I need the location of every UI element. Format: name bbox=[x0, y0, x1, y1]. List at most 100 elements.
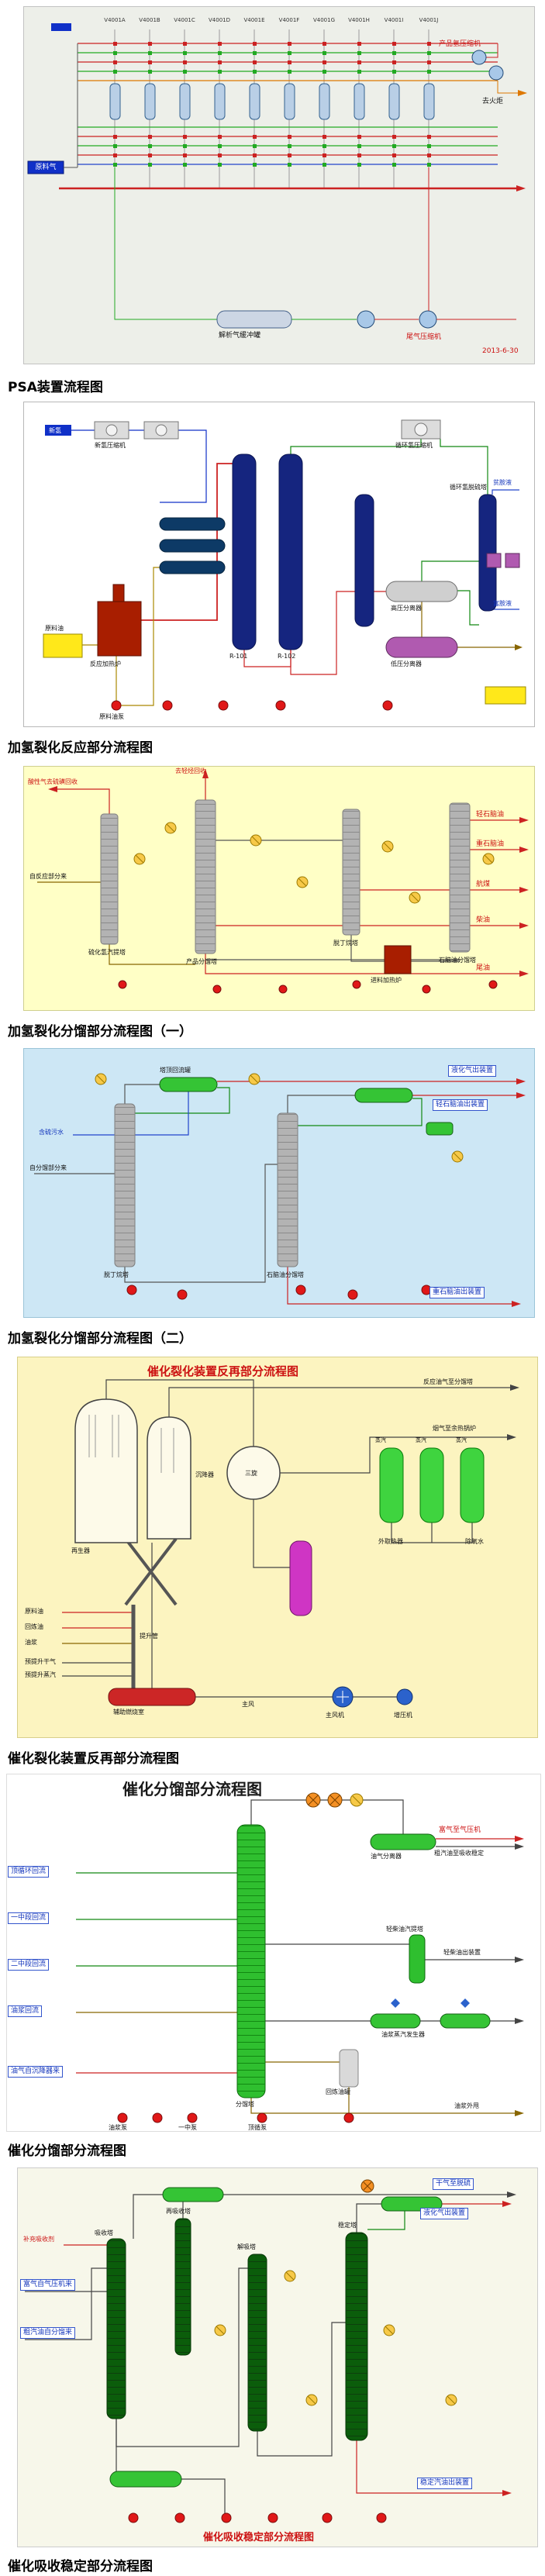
label-fractionator: 产品分馏塔 bbox=[186, 958, 217, 965]
label-diesel: 柴油 bbox=[476, 916, 491, 924]
label-steam: 蒸汽 bbox=[456, 1437, 467, 1443]
label-aux-combustor: 辅助燃烧室 bbox=[113, 1709, 144, 1716]
label-lean-amine: 贫胺液 bbox=[493, 479, 512, 486]
label-first-mid-reflux: 一中段回流 bbox=[8, 1912, 50, 1924]
label-tail-gas-compressor: 尾气压缩机 bbox=[406, 333, 442, 341]
label-reabsorber: 再吸收塔 bbox=[166, 2208, 191, 2215]
label-steam: 蒸汽 bbox=[375, 1437, 386, 1443]
caption-psa: PSA装置流程图 bbox=[8, 380, 103, 395]
label-main-air: 主风 bbox=[242, 1701, 254, 1708]
label-recycle-drum: 回炼油罐 bbox=[326, 2088, 350, 2095]
label-tertiary-cyclone: 三旋 bbox=[245, 1470, 257, 1477]
label-booster: 增压机 bbox=[394, 1712, 412, 1719]
label-date: 2013-6-30 bbox=[482, 347, 519, 355]
label-settler: 沉降器 bbox=[195, 1471, 214, 1478]
vessel-tag: V4001J bbox=[419, 17, 439, 23]
figure-fcc-reactor-regenerator: 催化裂化装置反再部分流程图 反应油气至分馏塔 烟气至余热锅炉 沉降器 再生器 三… bbox=[17, 1357, 538, 1738]
label-heavy-naphtha: 重石脑油 bbox=[476, 840, 505, 848]
label-debutanizer: 脱丁烷塔 bbox=[104, 1271, 129, 1278]
label-mid-pump: 一中泵 bbox=[178, 2124, 197, 2131]
label-lco-out: 轻柴油出装置 bbox=[443, 1949, 481, 1956]
caption-hydro-frac2: 加氢裂化分馏部分流程图（二） bbox=[8, 1331, 192, 1347]
figure-hydro-reaction: 新氢 新氢压缩机 循环氢压缩机 反应加热炉 R-101 R-102 高压分离器 … bbox=[23, 402, 535, 727]
label-rich-amine: 富胺液 bbox=[493, 600, 512, 607]
fcc-rr-title: 催化裂化装置反再部分流程图 bbox=[147, 1364, 299, 1378]
label-tail-oil: 尾油 bbox=[476, 964, 491, 972]
label-reflux-drum: 塔顶回流罐 bbox=[160, 1067, 191, 1074]
hydro-reaction-graphics bbox=[23, 402, 535, 727]
label-jet-fuel: 航煤 bbox=[476, 881, 491, 888]
label-feed-furnace: 进料加热炉 bbox=[371, 977, 402, 984]
vessel-tag: V4001E bbox=[243, 17, 265, 23]
vessel-tag: V4001D bbox=[209, 17, 230, 23]
label-lpg-out: 液化气出装置 bbox=[448, 1065, 497, 1077]
fcc-frac-graphics bbox=[6, 1774, 541, 2132]
label-oil-gas-from-settler: 油气自沉降器来 bbox=[8, 2066, 64, 2078]
label-feed-gas: 原料气 bbox=[35, 164, 57, 171]
label-recycle-scrubber: 循环氢脱硫塔 bbox=[450, 484, 487, 491]
vessel-tag: V4001H bbox=[348, 17, 370, 23]
caption-hydro-reaction: 加氢裂化反应部分流程图 bbox=[8, 740, 153, 756]
label-desorber: 解吸塔 bbox=[237, 2243, 256, 2250]
vessel-tag: V4001C bbox=[174, 17, 195, 23]
label-recycle-compressor: 循环氢压缩机 bbox=[395, 442, 433, 449]
vessel-tag: V4001I bbox=[384, 17, 404, 23]
label-recycle-oil: 回炼油 bbox=[25, 1623, 43, 1630]
label-slurry-out: 油浆外甩 bbox=[454, 2102, 479, 2109]
label-from-fractionation: 自分馏部分来 bbox=[29, 1164, 67, 1171]
label-deaerated-water: 除氧水 bbox=[465, 1538, 484, 1545]
hydro-frac2-graphics bbox=[23, 1048, 535, 1318]
label-naphtha-splitter: 石脑油分馏塔 bbox=[267, 1271, 304, 1278]
label-supplement-absorbent: 补充吸收剂 bbox=[23, 2236, 54, 2243]
label-lco-stripper: 轻柴油汽提塔 bbox=[386, 1926, 423, 1933]
label-lpg-out: 液化气出装置 bbox=[420, 2208, 469, 2219]
label-flue-gas: 烟气至余热锅炉 bbox=[433, 1425, 476, 1432]
label-slurry-reflux: 油浆回流 bbox=[8, 2005, 43, 2017]
label-slurry-pump: 油浆泵 bbox=[109, 2124, 127, 2131]
figure-hydro-frac2: 自分馏部分来 脱丁烷塔 石脑油分馏塔 塔顶回流罐 液化气出装置 轻石脑油出装置 … bbox=[23, 1048, 535, 1318]
label-gasoline-out: 稳定汽油出装置 bbox=[417, 2478, 473, 2489]
vessel-tag: V4001F bbox=[278, 17, 300, 23]
vessel-tag: V4001G bbox=[312, 17, 336, 23]
figure-psa: V4001A V4001B V4001C V4001D V4001E V4001… bbox=[23, 6, 535, 364]
hydro-frac1-graphics bbox=[23, 766, 535, 1011]
label-absorber: 吸收塔 bbox=[95, 2229, 113, 2236]
fcc-abs-title: 催化吸收稳定部分流程图 bbox=[203, 2532, 315, 2543]
label-external-cooler: 外取热器 bbox=[378, 1538, 403, 1545]
label-furnace: 反应加热炉 bbox=[90, 660, 121, 667]
figure-fcc-absorption: 吸收塔 再吸收塔 解吸塔 稳定塔 富气自气压机来 粗汽油自分馏来 干气至脱硫 液… bbox=[17, 2167, 538, 2547]
label-debutanizer: 脱丁烷塔 bbox=[333, 940, 358, 947]
label-crude-gasoline: 粗汽油至吸收稳定 bbox=[434, 1850, 484, 1857]
label-dry-gas-out: 干气至脱硫 bbox=[433, 2178, 474, 2190]
figure-hydro-frac1: 自反应部分来 酸性气去硫磺回收 去轻烃回收 硫化氢汽提塔 产品分馏塔 脱丁烷塔 … bbox=[23, 766, 535, 1011]
figure-fcc-fractionation: 催化分馏部分流程图 顶循环回流 一中段回流 二中段回流 油浆回流 油气自沉降器来… bbox=[6, 1774, 541, 2132]
fcc-rr-graphics bbox=[17, 1357, 538, 1738]
label-main-blower: 主风机 bbox=[326, 1712, 344, 1719]
vessel-tag: V4001A bbox=[104, 17, 126, 23]
fcc-abs-graphics bbox=[17, 2167, 538, 2547]
label-feed-oil: 原料油 bbox=[25, 1608, 43, 1615]
label-second-mid-reflux: 二中段回流 bbox=[8, 1959, 50, 1971]
label-buffer-drum: 解析气缓冲罐 bbox=[219, 332, 261, 340]
label-light-naphtha-out: 轻石脑油出装置 bbox=[433, 1099, 488, 1111]
psa-graphics bbox=[23, 6, 535, 364]
vessel-tag: V4001B bbox=[139, 17, 160, 23]
label-rich-gas-in: 富气自气压机来 bbox=[20, 2279, 76, 2291]
label-to-light-ends: 去轻烃回收 bbox=[175, 767, 206, 774]
label-slurry: 油浆 bbox=[25, 1639, 37, 1646]
label-stabilizer: 稳定塔 bbox=[338, 2222, 357, 2229]
label-fractionator: 分馏塔 bbox=[236, 2101, 254, 2108]
label-slurry-steam-gen: 油浆蒸汽发生器 bbox=[381, 2031, 425, 2038]
label-feed-pump: 原料油泵 bbox=[99, 713, 124, 720]
label-feed-oil: 原料油 bbox=[45, 625, 64, 632]
label-oil-gas-out: 反应油气至分馏塔 bbox=[423, 1378, 473, 1385]
label-makeup-compressor: 新氢压缩机 bbox=[95, 442, 126, 449]
caption-fcc-abs: 催化吸收稳定部分流程图 bbox=[8, 2559, 153, 2574]
caption-fcc-rr: 催化裂化装置反再部分流程图 bbox=[8, 1751, 179, 1767]
label-reactor1: R-101 bbox=[229, 653, 248, 660]
label-from-reaction: 自反应部分来 bbox=[29, 873, 67, 880]
label-naphtha-splitter: 石脑油分馏塔 bbox=[439, 957, 476, 964]
label-riser: 提升管 bbox=[140, 1633, 158, 1640]
label-top-pump: 顶循泵 bbox=[248, 2124, 267, 2131]
